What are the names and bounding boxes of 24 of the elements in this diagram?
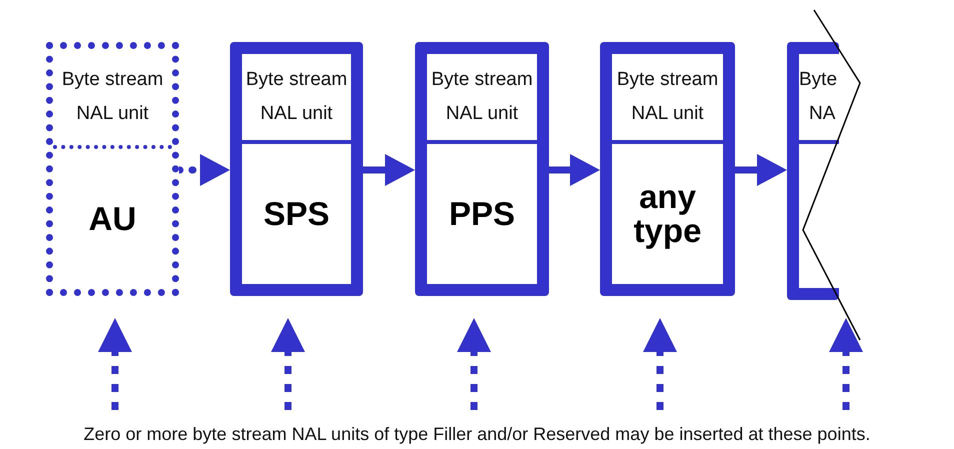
nal-unit-box xyxy=(415,42,549,296)
arrow xyxy=(643,318,677,410)
caption-text: Zero or more byte stream NAL units of type Filler and/or Reserved may be inserted at these points. xyxy=(84,424,870,444)
nal-unit-box xyxy=(230,42,363,296)
nal-unit-box xyxy=(787,42,839,300)
header-text: Byte xyxy=(799,68,838,92)
arrow xyxy=(271,318,305,410)
type-label: PPS xyxy=(448,197,516,231)
arrow xyxy=(735,154,787,186)
header-text: Byte stream NAL unit xyxy=(244,68,348,126)
type-label: SPS xyxy=(263,197,330,231)
arrow xyxy=(549,154,600,186)
dotted-nal-unit-box xyxy=(46,42,179,296)
header-text: NA xyxy=(809,102,836,126)
header-text: Byte stream NAL unit xyxy=(60,68,164,126)
arrow xyxy=(457,318,491,410)
type-label: any type xyxy=(632,180,702,248)
header-text: Byte stream NAL unit xyxy=(616,68,720,126)
type-label: AU xyxy=(88,202,136,236)
arrow xyxy=(829,318,863,410)
arrow xyxy=(98,318,132,410)
header-text: Byte stream NAL unit xyxy=(430,68,534,126)
nal-unit-box xyxy=(600,42,735,296)
arrow xyxy=(363,154,415,186)
